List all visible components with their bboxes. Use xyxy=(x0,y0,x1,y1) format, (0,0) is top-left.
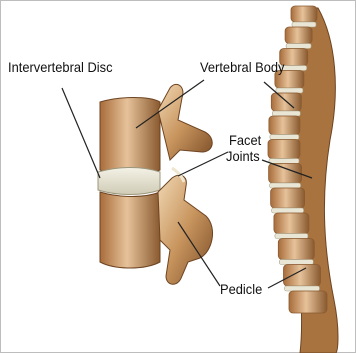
lower-spinous-process xyxy=(158,175,213,284)
spine-vertebra xyxy=(269,116,300,135)
spine-vertebra xyxy=(285,27,312,44)
intervertebral-disc-shape xyxy=(98,168,160,195)
label-joints: Joints xyxy=(226,149,260,164)
spine-disc xyxy=(270,135,299,140)
spine-vertebra xyxy=(284,265,321,287)
leader-intervertebral-disc xyxy=(62,88,100,178)
spine-disc xyxy=(279,260,313,265)
spine-vertebra xyxy=(274,213,309,234)
spine-vertebra xyxy=(271,188,305,208)
upper-spinous-process xyxy=(158,84,212,160)
upper-vertebral-body xyxy=(100,98,160,175)
spine-disc xyxy=(272,111,300,116)
spine-vertebra xyxy=(269,164,302,184)
spine-disc xyxy=(275,234,308,239)
label-intervertebral-disc: Intervertebral Disc xyxy=(8,60,113,75)
spine-vertebra xyxy=(278,239,314,260)
spine-disc xyxy=(269,159,299,164)
spine-disc xyxy=(272,208,304,213)
label-pedicle: Pedicle xyxy=(220,282,262,297)
spine-disc xyxy=(285,286,320,291)
spine-vertebra xyxy=(291,6,317,22)
spine-disc xyxy=(286,44,311,49)
spine-disc xyxy=(270,183,301,188)
spine-disc xyxy=(292,22,316,27)
spine-vertebra xyxy=(268,140,300,159)
lower-vertebral-body xyxy=(100,192,160,268)
label-facet: Facet xyxy=(229,133,261,148)
spine-disc xyxy=(281,66,307,71)
spine-vertebra xyxy=(289,291,327,313)
spine-disc xyxy=(276,88,303,93)
label-vertebral-body: Vertebral Body xyxy=(200,60,284,75)
leader-facet-closeup xyxy=(178,152,228,176)
